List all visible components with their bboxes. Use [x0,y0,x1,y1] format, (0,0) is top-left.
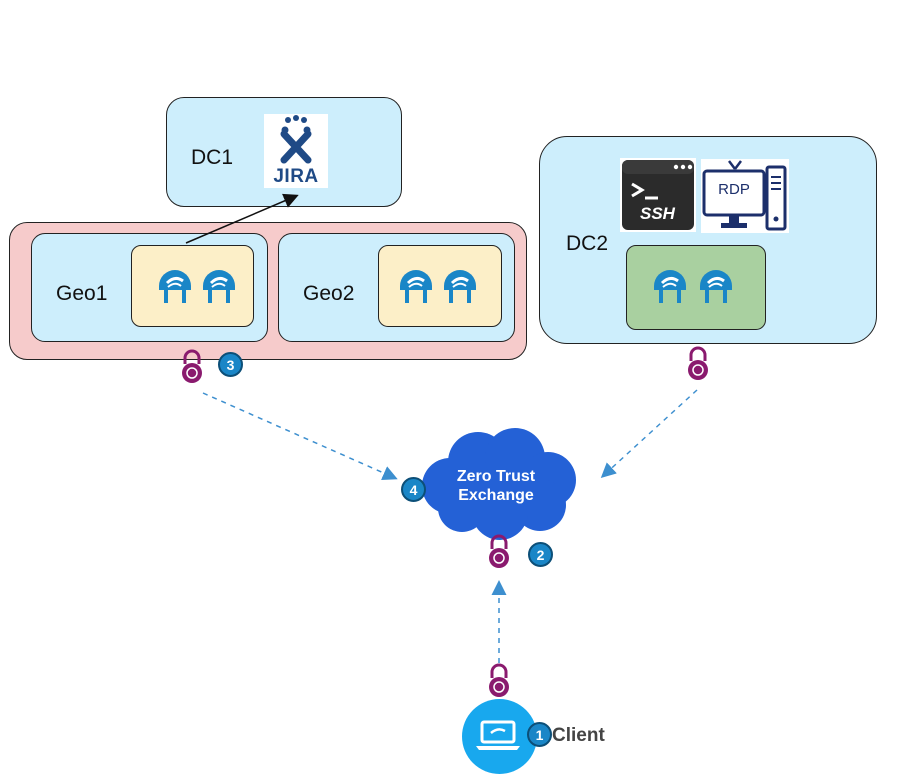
lock-icon [489,534,509,568]
dc2-to-zte-arrow [600,389,698,479]
app-connector-icon [400,270,432,303]
lock-icon [182,349,202,383]
rdp-app-icon: RDP [701,159,789,233]
app-connector-icon [700,270,732,303]
remote-desktop-icon [702,160,787,231]
step-badge-2: 2 [528,542,553,567]
jira-app-icon: JIRA [264,114,328,188]
app-connector-icon [159,270,191,303]
step-badge-4: 4 [401,477,426,502]
dc2-label: DC2 [566,232,609,255]
zte-label-line2: Exchange [458,487,534,504]
client-label: Client [552,725,605,746]
ssh-app-icon: SSH [620,158,696,232]
ssh-label: SSH [640,204,675,223]
jira-logo-icon [280,115,312,164]
app-connector-icon [654,270,686,303]
dc2-connector-group [626,245,766,330]
geo1-label: Geo1 [56,282,108,305]
lock-icon [489,663,509,697]
app-connector-icon [203,270,235,303]
lock-icon [688,346,708,380]
terminal-icon [622,160,694,230]
geo-to-zte-arrow [202,392,398,481]
connector-to-jira-arrow [185,193,299,244]
rdp-label: RDP [718,181,750,198]
step-badge-3: 3 [218,352,243,377]
zte-label-line1: Zero Trust [456,468,536,485]
zero-trust-exchange-cloud [422,428,576,540]
client-device [462,699,537,774]
laptop-icon [476,720,520,750]
app-connector-icon [444,270,476,303]
jira-label: JIRA [273,166,319,187]
geo2-connector-group [378,245,502,327]
geo2-label: Geo2 [303,282,355,305]
dc1-label: DC1 [191,146,234,169]
step-badge-1: 1 [527,722,552,747]
